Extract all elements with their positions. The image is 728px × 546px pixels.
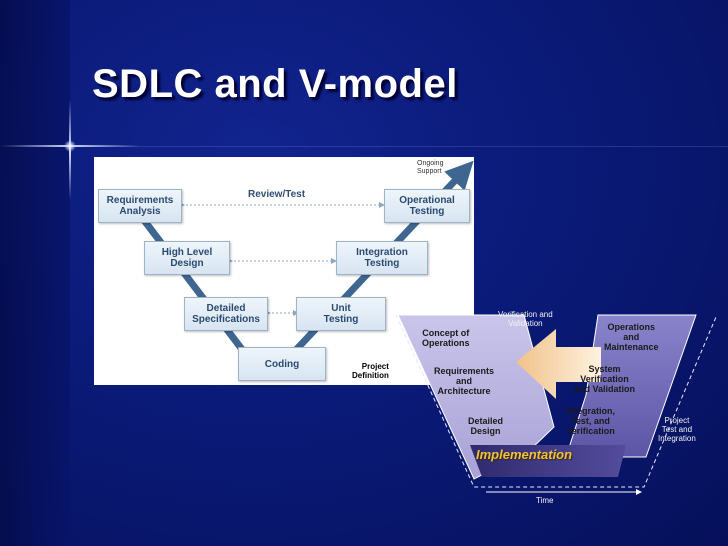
detailed-design-label: Detailed Design bbox=[468, 416, 504, 436]
title-rule bbox=[70, 146, 728, 147]
box-requirements-analysis: Requirements Analysis bbox=[98, 189, 182, 223]
time-arrow-head-icon bbox=[636, 489, 642, 495]
project-test-integration-label: Project Test and Integration bbox=[658, 416, 696, 443]
v-model-graphic bbox=[396, 314, 717, 495]
time-label: Time bbox=[536, 496, 554, 505]
v-dashed-outline bbox=[396, 314, 717, 488]
box-integration-testing: Integration Testing bbox=[336, 241, 428, 275]
slide-title: SDLC and V-model bbox=[92, 62, 458, 106]
left-band bbox=[0, 0, 70, 546]
requirements-architecture-label: Requirements and Architecture bbox=[434, 366, 495, 396]
verification-validation-label: Verification and Validation bbox=[498, 310, 553, 328]
implementation-label: Implementation bbox=[476, 447, 573, 462]
box-detailed-specifications: Detailed Specifications bbox=[184, 297, 268, 331]
box-high-level-design: High Level Design bbox=[144, 241, 230, 275]
implementation-band bbox=[470, 445, 626, 477]
review-test-label: Review/Test bbox=[248, 189, 306, 200]
concept-of-operations-label: Concept of Operations bbox=[422, 328, 470, 348]
box-coding: Coding bbox=[238, 347, 326, 381]
ongoing-support-label: Ongoing Support bbox=[417, 160, 444, 175]
box-operational-testing: Operational Testing bbox=[384, 189, 470, 223]
integration-test-label: Integration, Test, and Verification bbox=[566, 406, 615, 436]
project-definition-label: Project Definition bbox=[350, 361, 391, 381]
box-unit-testing: Unit Testing bbox=[296, 297, 386, 331]
validation-arrow bbox=[516, 329, 601, 399]
v-left-band bbox=[397, 314, 555, 480]
lens-flare-star-icon bbox=[64, 140, 76, 152]
system-verification-label: System Verification and Validation bbox=[574, 364, 636, 394]
sdlc-diagram: Requirements Analysis High Level Design … bbox=[94, 157, 474, 385]
operations-maintenance-label: Operations and Maintenance bbox=[604, 322, 659, 352]
